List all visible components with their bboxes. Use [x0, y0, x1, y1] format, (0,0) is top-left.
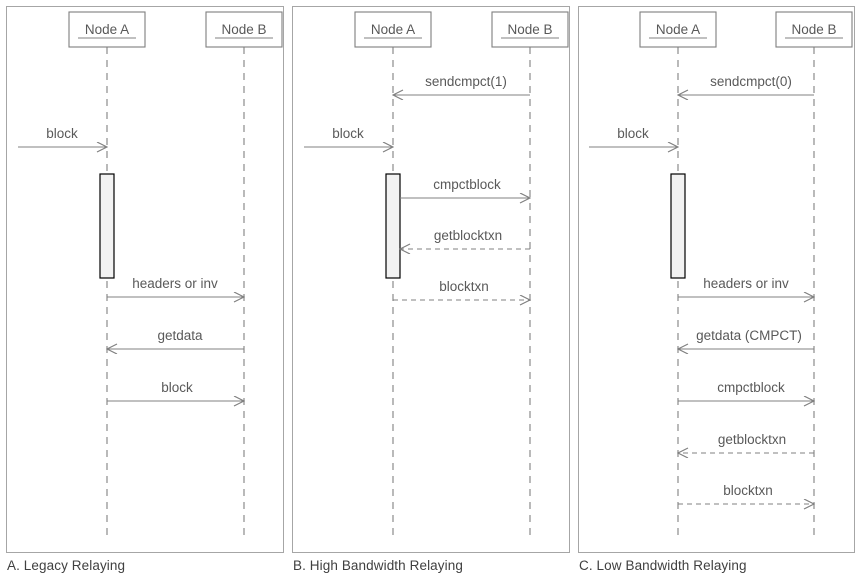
panel-caption-a: A. Legacy Relaying [7, 558, 126, 573]
message-label-getdata-cmpct: getdata (CMPCT) [696, 328, 802, 343]
message-label-block-in: block [617, 126, 649, 141]
message-label-getblocktxn: getblocktxn [434, 228, 502, 243]
node-box-a[interactable] [354, 11, 432, 48]
node-box-b[interactable] [491, 11, 569, 48]
node-box-b[interactable] [205, 11, 283, 48]
panel-low-bandwidth-relaying: Node A Node B sendcmpct(0) block headers… [578, 6, 855, 553]
message-label-getblocktxn: getblocktxn [718, 432, 786, 447]
sequence-diagram-c: Node A Node B sendcmpct(0) block headers… [589, 11, 853, 540]
message-label-block-out: block [161, 380, 193, 395]
node-box-a[interactable] [68, 11, 146, 48]
message-label-headers-or-inv: headers or inv [132, 276, 218, 291]
message-label-sendcmpct: sendcmpct(1) [425, 74, 507, 89]
message-label-blocktxn: blocktxn [723, 483, 773, 498]
message-label-getdata: getdata [157, 328, 203, 343]
sequence-diagram-b: Node A Node B sendcmpct(1) block cmpctbl… [304, 11, 569, 540]
node-label-a: Node A [371, 22, 415, 37]
node-box-b[interactable] [775, 11, 853, 48]
node-label-b: Node B [221, 22, 266, 37]
node-label-a: Node A [656, 22, 700, 37]
message-label-block-in: block [46, 126, 78, 141]
message-label-sendcmpct: sendcmpct(0) [710, 74, 792, 89]
panel-caption-b: B. High Bandwidth Relaying [293, 558, 463, 573]
panel-legacy-relaying: Node A Node B block headers or inv getda… [6, 6, 284, 553]
node-box-a[interactable] [639, 11, 717, 48]
node-label-b: Node B [791, 22, 836, 37]
activation-box-node-a [670, 173, 686, 279]
node-label-b: Node B [507, 22, 552, 37]
message-label-cmpctblock: cmpctblock [717, 380, 785, 395]
message-label-headers-or-inv: headers or inv [703, 276, 789, 291]
panel-caption-c: C. Low Bandwidth Relaying [579, 558, 747, 573]
node-label-a: Node A [85, 22, 129, 37]
message-label-block-in: block [332, 126, 364, 141]
activation-box-node-a [99, 173, 115, 279]
message-label-blocktxn: blocktxn [439, 279, 489, 294]
message-label-cmpctblock: cmpctblock [433, 177, 501, 192]
sequence-diagram-a: Node A Node B block headers or inv getda… [18, 11, 283, 540]
panel-high-bandwidth-relaying: Node A Node B sendcmpct(1) block cmpctbl… [292, 6, 570, 553]
activation-box-node-a [385, 173, 401, 279]
